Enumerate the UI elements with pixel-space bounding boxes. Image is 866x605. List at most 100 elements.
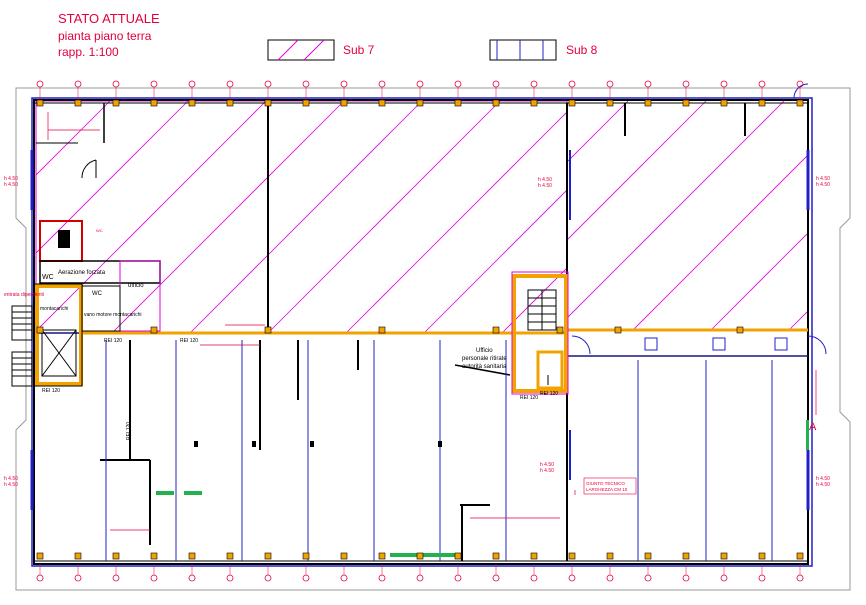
grid-marker-top <box>36 80 44 88</box>
grid-marker-top <box>568 80 576 88</box>
column-pillar-top <box>36 99 44 107</box>
sub7-hatch-line <box>345 101 567 333</box>
grid-marker-top <box>74 80 82 88</box>
column-pillar-bottom <box>264 552 272 560</box>
grid-marker-top <box>492 80 500 88</box>
grid-marker-top <box>226 80 234 88</box>
grid-marker-bottom <box>378 574 386 582</box>
plan-scale: rapp. 1:100 <box>58 45 119 59</box>
grid-marker-top <box>188 80 196 88</box>
column-pillar-top <box>530 99 538 107</box>
giunto-label-2: LARGHEZZA CM 10 <box>586 487 628 492</box>
column-pillar-bottom <box>36 552 44 560</box>
height-label: h 4.50 <box>538 177 552 183</box>
plan-title: STATO ATTUALE <box>58 11 160 26</box>
height-label: h 4.50 <box>4 476 18 482</box>
ufficio-big-label-1: Ufficio <box>476 348 493 354</box>
stair-core-outline <box>511 271 569 395</box>
sub7-hatch-line <box>633 101 808 329</box>
column-pillar-bottom <box>378 552 386 560</box>
section-mark-a: A <box>809 421 817 433</box>
height-label: h 4.50 <box>538 183 552 189</box>
column-pillar-bottom <box>606 552 614 560</box>
green-fixtures <box>156 420 809 557</box>
rei-label: REI 120 <box>42 388 60 394</box>
sub7-hatch-line <box>567 101 785 329</box>
pillar <box>644 337 658 351</box>
column-pillar-mid <box>378 326 386 334</box>
lift-shaft <box>35 284 83 386</box>
grid-marker-bottom <box>606 574 614 582</box>
montacarichi-label: montacarichi <box>40 306 68 312</box>
sub7-hatch-line <box>267 101 501 333</box>
column-pillar-bottom <box>226 552 234 560</box>
height-label: h 4.50 <box>816 176 830 182</box>
column-pillar-bottom <box>796 552 804 560</box>
ufficio-room <box>119 260 161 332</box>
rei-label: REI 120 <box>104 338 122 344</box>
door-swing <box>807 335 827 355</box>
column-pillar-bottom <box>340 552 348 560</box>
column-pillar-bottom <box>416 552 424 560</box>
entrance-stair-lower <box>11 351 33 387</box>
entrance-stair-upper <box>11 305 33 341</box>
rei-label: REI 120 <box>540 391 558 397</box>
column-pillar-mid <box>36 326 44 334</box>
vano-motore-label: vano motore montacarichi <box>84 312 142 318</box>
column-pillar-bottom <box>112 552 120 560</box>
grid-marker-bottom <box>416 574 424 582</box>
lift-cab-cross <box>41 329 77 377</box>
sub7-hatch-east <box>567 101 808 329</box>
column-pillar-top <box>340 99 348 107</box>
lift-shaft-frame <box>33 283 83 387</box>
column-pillar-bottom <box>682 552 690 560</box>
wc-top-label: WC <box>96 228 103 233</box>
sub7-hatch-line <box>36 101 267 333</box>
column-pillar-top <box>264 99 272 107</box>
grid-marker-top <box>606 80 614 88</box>
legend-sub8: Sub 8 <box>489 39 598 61</box>
grid-marker-bottom <box>492 574 500 582</box>
column-pillar-bottom <box>454 552 462 560</box>
door-swing <box>571 335 591 355</box>
sub7-hatch-line <box>658 101 866 333</box>
legend-sub7-hatch <box>303 39 325 61</box>
column-pillar-mid <box>492 326 500 334</box>
grid-marker-top <box>720 80 728 88</box>
sink-fixture <box>58 230 70 248</box>
column-pillar-top <box>226 99 234 107</box>
grid-marker-bottom <box>150 574 158 582</box>
ufficio-small-label: ufficio <box>128 283 144 289</box>
stair-core-detail <box>511 271 569 395</box>
column-pillar-mid <box>556 326 564 334</box>
sub7-hatch-line <box>789 101 808 329</box>
column-pillar-top <box>492 99 500 107</box>
sub7-hatch-line <box>36 101 189 333</box>
grid-marker-bottom <box>36 574 44 582</box>
grid-marker-bottom <box>720 574 728 582</box>
grid-marker-top <box>454 80 462 88</box>
column-pillar-mid <box>264 326 272 334</box>
sub7-hatch-west <box>36 101 866 333</box>
sub7-hatch-line <box>111 101 345 333</box>
legend-sub7-swatch <box>267 39 335 61</box>
column-pillar-top <box>302 99 310 107</box>
sub7-hatch-line <box>567 101 707 329</box>
column-pillar-bottom <box>758 552 766 560</box>
legend-sub7-hatch <box>277 39 299 61</box>
legend-sub7-label: Sub 7 <box>343 43 375 57</box>
column-pillar-mid <box>614 326 622 334</box>
column-pillar-bottom <box>720 552 728 560</box>
column-pillar-bottom <box>492 552 500 560</box>
green-fixture <box>390 553 460 557</box>
door-swing <box>81 159 97 179</box>
column-pillar-mid <box>150 326 158 334</box>
stair-lift-box <box>536 350 564 390</box>
column-pillar-top <box>378 99 386 107</box>
grid-marker-bottom <box>758 574 766 582</box>
legend-sub7: Sub 7 <box>267 39 375 61</box>
column-pillar-top <box>188 99 196 107</box>
height-label: h 4.50 <box>4 482 18 488</box>
office-wall <box>454 364 511 376</box>
sub8-outline <box>31 97 813 567</box>
